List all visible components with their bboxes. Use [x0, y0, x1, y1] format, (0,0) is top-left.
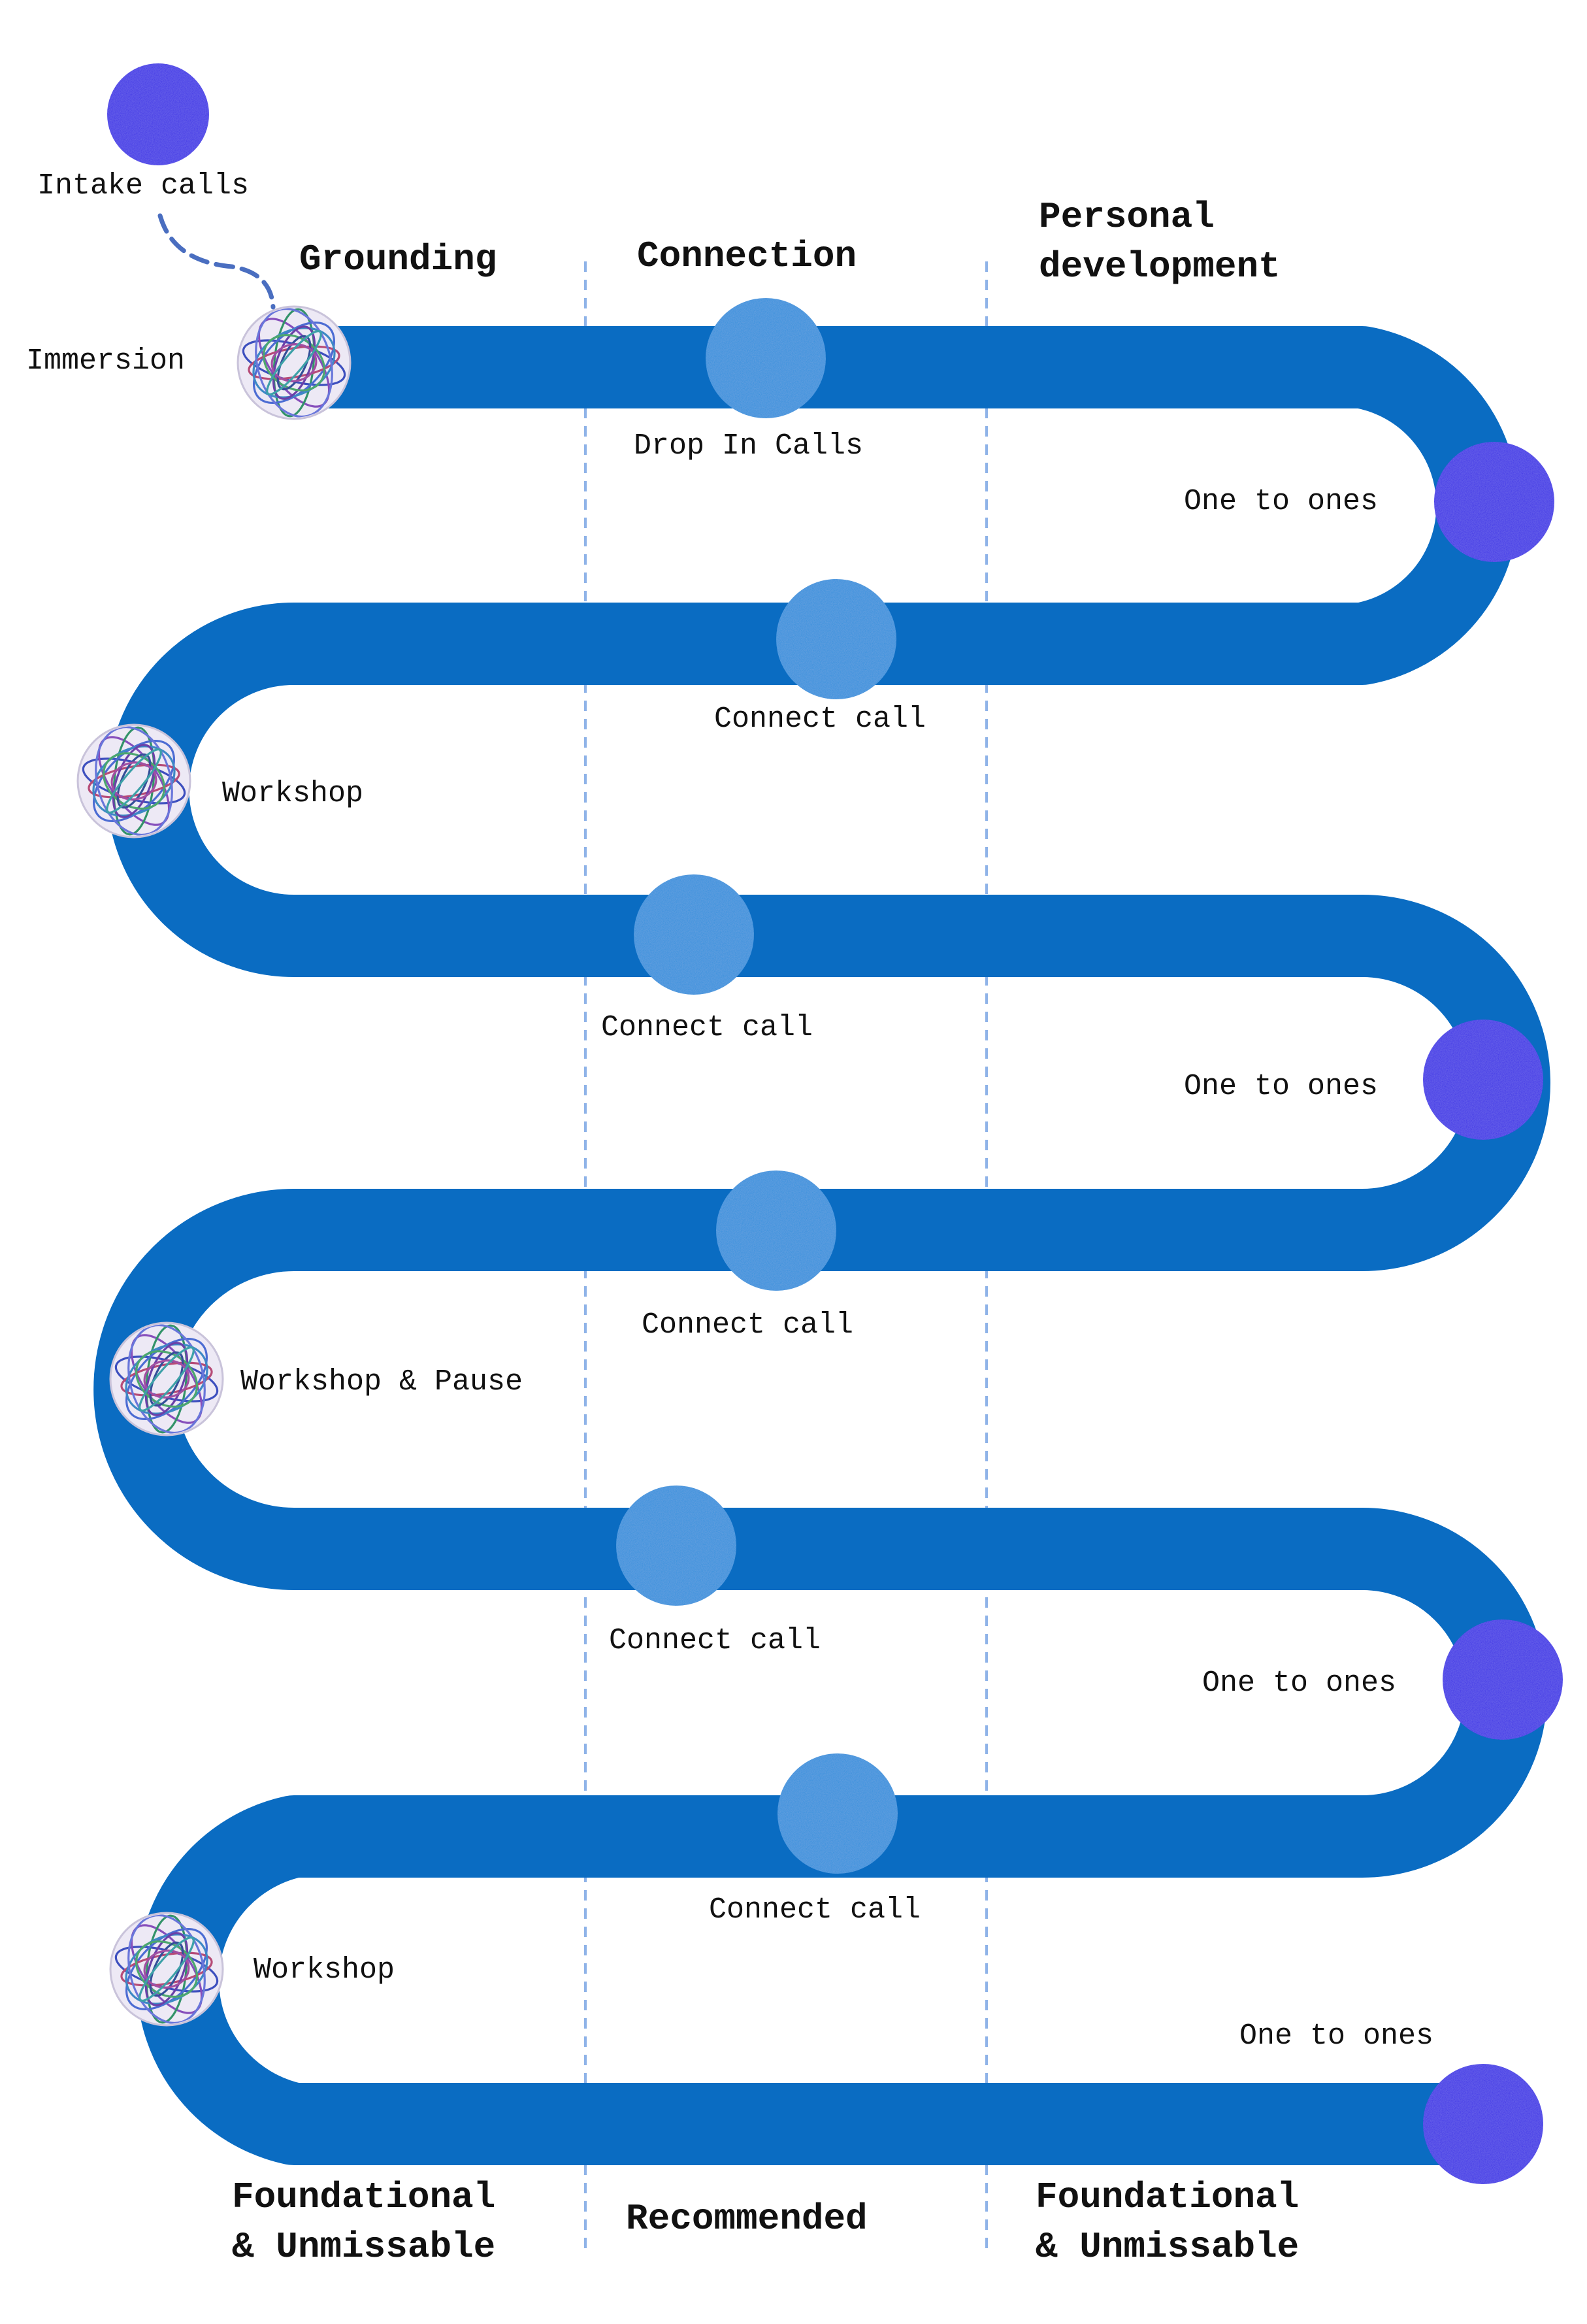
node-label: Drop In Calls	[634, 429, 864, 463]
node-label: Connect call	[601, 1011, 813, 1044]
node-label: One to ones	[1239, 2019, 1434, 2053]
recommended-dot-icon	[634, 874, 754, 995]
node-label: Connect call	[709, 1893, 921, 1927]
foundational-dot-icon	[1423, 1020, 1543, 1140]
recommended-dot-icon	[716, 1170, 836, 1291]
foundational-dot-icon	[1423, 2064, 1543, 2184]
recommended-dot-icon	[706, 298, 826, 418]
foundational-dot-icon	[1443, 1619, 1563, 1740]
top-header: Personal development	[1039, 196, 1281, 288]
node-label: Connect call	[642, 1308, 854, 1342]
bottom-header: Foundational & Unmissable	[232, 2176, 496, 2268]
node-label: One to ones	[1202, 1667, 1397, 1700]
bottom-header: Recommended	[626, 2198, 868, 2240]
node-label: One to ones	[1184, 1070, 1379, 1103]
foundational-dot-icon	[1434, 442, 1554, 562]
recommended-dot-icon	[777, 1753, 898, 1874]
recommended-dot-icon	[776, 579, 896, 699]
node-label: Connect call	[714, 703, 926, 736]
top-header: Grounding	[299, 239, 497, 280]
node-label: One to ones	[1184, 485, 1379, 518]
node-label: Immersion	[26, 344, 186, 378]
intake-connector-line	[157, 213, 276, 310]
bottom-header: Foundational & Unmissable	[1036, 2176, 1300, 2268]
node-label: Workshop	[254, 1953, 395, 1987]
top-header: Connection	[637, 235, 857, 277]
foundational-dot-icon	[107, 63, 209, 165]
node-label: Workshop & Pause	[240, 1365, 523, 1399]
node-label: Connect call	[609, 1624, 821, 1657]
recommended-dot-icon	[616, 1486, 736, 1606]
node-label: Workshop	[222, 777, 364, 810]
serpentine-path	[93, 326, 1550, 2165]
node-label: Intake calls	[37, 169, 250, 203]
